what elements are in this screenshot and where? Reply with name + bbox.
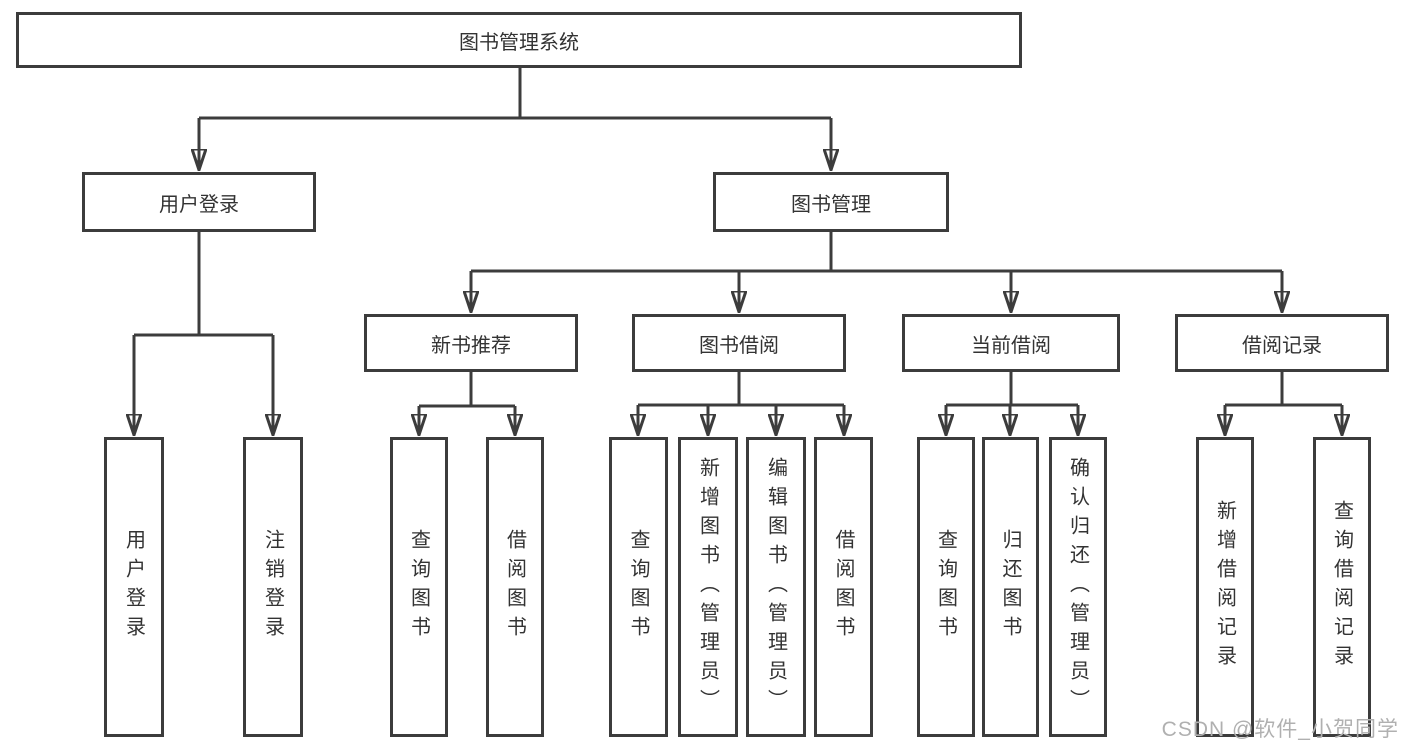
leaf-query-borrow-record: 查询借阅记录 xyxy=(1313,437,1371,737)
leaf-query-books: 查询图书 xyxy=(390,437,448,737)
leaf-query-books-2: 查询图书 xyxy=(609,437,668,737)
node-current-borrowing: 当前借阅 xyxy=(902,314,1120,372)
leaf-borrow-books: 借阅图书 xyxy=(486,437,544,737)
leaf-add-book-admin: 新增图书（管理员） xyxy=(678,437,738,737)
node-user-login: 用户登录 xyxy=(82,172,316,232)
leaf-return-book: 归还图书 xyxy=(982,437,1039,737)
leaf-confirm-return-admin: 确认归还（管理员） xyxy=(1049,437,1107,737)
node-book-borrowing: 图书借阅 xyxy=(632,314,846,372)
node-root: 图书管理系统 xyxy=(16,12,1022,68)
leaf-user-login: 用户登录 xyxy=(104,437,164,737)
node-borrowing-records: 借阅记录 xyxy=(1175,314,1389,372)
leaf-borrow-books-2: 借阅图书 xyxy=(814,437,873,737)
watermark: CSDN @软件_小贺同学 xyxy=(1161,718,1399,741)
leaf-logout: 注销登录 xyxy=(243,437,303,737)
node-new-book-recommend: 新书推荐 xyxy=(364,314,578,372)
leaf-add-borrow-record: 新增借阅记录 xyxy=(1196,437,1254,737)
node-book-management: 图书管理 xyxy=(713,172,949,232)
leaf-query-books-3: 查询图书 xyxy=(917,437,975,737)
leaf-edit-book-admin: 编辑图书（管理员） xyxy=(746,437,806,737)
